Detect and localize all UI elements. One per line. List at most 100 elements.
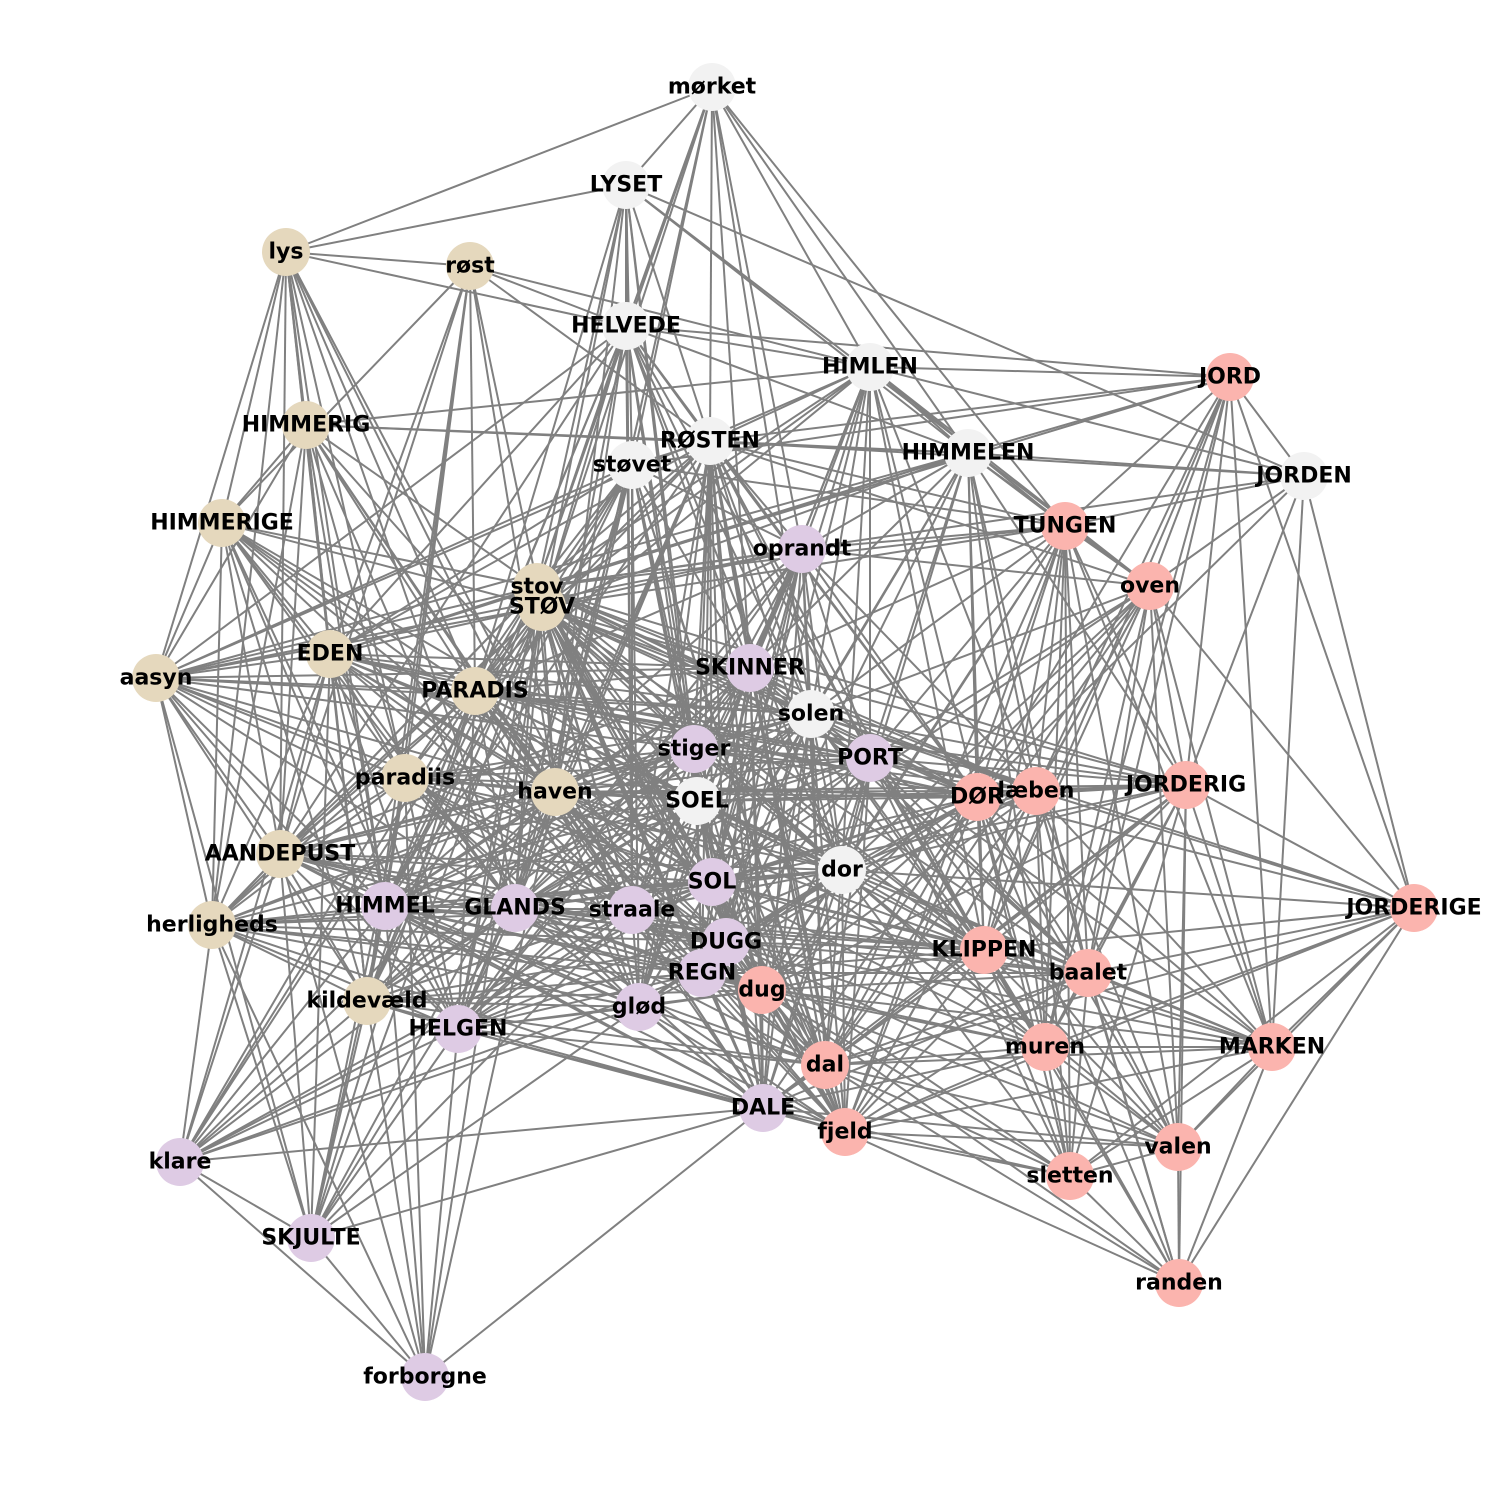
node-circle[interactable] [686, 417, 734, 465]
node-circle[interactable] [287, 1214, 335, 1262]
node-HIMMERIG[interactable] [282, 401, 330, 449]
node-circle[interactable] [198, 499, 246, 547]
node-circle[interactable] [1012, 767, 1060, 815]
node-circle[interactable] [678, 949, 726, 997]
node-circle[interactable] [787, 690, 835, 738]
node-oven[interactable] [1126, 562, 1174, 610]
node-circle[interactable] [381, 754, 429, 802]
node-circle[interactable] [401, 1353, 449, 1401]
node-circle[interactable] [960, 926, 1008, 974]
node-circle[interactable] [1046, 1152, 1094, 1200]
node-circle[interactable] [1162, 761, 1210, 809]
node-rost[interactable] [446, 242, 494, 290]
node-stovet[interactable] [608, 441, 656, 489]
node-circle[interactable] [944, 429, 992, 477]
node-randen[interactable] [1155, 1259, 1203, 1307]
node-PORT[interactable] [846, 734, 894, 782]
node-EDEN[interactable] [306, 630, 354, 678]
node-circle[interactable] [188, 901, 236, 949]
node-circle[interactable] [1248, 1023, 1296, 1071]
node-circle[interactable] [673, 777, 721, 825]
node-valen[interactable] [1154, 1123, 1202, 1171]
node-REGN[interactable] [678, 949, 726, 997]
node-circle[interactable] [801, 1041, 849, 1089]
node-circle[interactable] [518, 583, 566, 631]
node-kildevaeld[interactable] [343, 977, 391, 1025]
node-stiger[interactable] [670, 725, 718, 773]
node-circle[interactable] [1021, 1023, 1069, 1071]
node-laeben[interactable] [1012, 767, 1060, 815]
node-circle[interactable] [821, 1108, 869, 1156]
node-dug[interactable] [738, 966, 786, 1014]
node-circle[interactable] [688, 63, 736, 111]
node-paradiis[interactable] [381, 754, 429, 802]
node-circle[interactable] [156, 1138, 204, 1186]
node-circle[interactable] [531, 768, 579, 816]
node-circle[interactable] [1064, 949, 1112, 997]
node-circle[interactable] [1126, 562, 1174, 610]
node-HELVEDE[interactable] [602, 302, 650, 350]
node-SKJULTE[interactable] [287, 1214, 335, 1262]
node-PARADIS[interactable] [451, 667, 499, 715]
node-circle[interactable] [282, 401, 330, 449]
node-JORD[interactable] [1206, 353, 1254, 401]
node-lys[interactable] [262, 228, 310, 276]
node-aasyn[interactable] [132, 654, 180, 702]
node-HIMLEN[interactable] [846, 343, 894, 391]
node-circle[interactable] [670, 725, 718, 773]
node-SOL[interactable] [688, 858, 736, 906]
node-circle[interactable] [1280, 452, 1328, 500]
node-KLIPPEN[interactable] [960, 926, 1008, 974]
node-circle[interactable] [1390, 884, 1438, 932]
node-circle[interactable] [846, 734, 894, 782]
node-circle[interactable] [1041, 502, 1089, 550]
node-ROSTEN[interactable] [686, 417, 734, 465]
node-muren[interactable] [1021, 1023, 1069, 1071]
node-circle[interactable] [1154, 1123, 1202, 1171]
node-circle[interactable] [818, 846, 866, 894]
node-circle[interactable] [602, 302, 650, 350]
node-STOV[interactable] [518, 583, 566, 631]
node-morket[interactable] [688, 63, 736, 111]
node-AANDEPUST[interactable] [256, 830, 304, 878]
node-circle[interactable] [738, 966, 786, 1014]
node-circle[interactable] [688, 858, 736, 906]
node-circle[interactable] [726, 644, 774, 692]
node-circle[interactable] [343, 977, 391, 1025]
node-circle[interactable] [491, 884, 539, 932]
node-circle[interactable] [262, 228, 310, 276]
node-circle[interactable] [256, 830, 304, 878]
node-solen[interactable] [787, 690, 835, 738]
node-circle[interactable] [608, 886, 656, 934]
node-HELGEN[interactable] [434, 1005, 482, 1053]
node-SKINNER[interactable] [726, 644, 774, 692]
node-circle[interactable] [615, 983, 663, 1031]
node-HIMMEL[interactable] [361, 882, 409, 930]
node-herligheds[interactable] [188, 901, 236, 949]
node-straale[interactable] [608, 886, 656, 934]
node-GLANDS[interactable] [491, 884, 539, 932]
node-TUNGEN[interactable] [1041, 502, 1089, 550]
node-circle[interactable] [739, 1084, 787, 1132]
node-circle[interactable] [446, 242, 494, 290]
node-klare[interactable] [156, 1138, 204, 1186]
node-DOR[interactable] [953, 773, 1001, 821]
node-haven[interactable] [531, 768, 579, 816]
node-oprandt[interactable] [778, 525, 826, 573]
node-dal[interactable] [801, 1041, 849, 1089]
node-JORDEN[interactable] [1280, 452, 1328, 500]
node-circle[interactable] [608, 441, 656, 489]
node-circle[interactable] [306, 630, 354, 678]
node-fjeld[interactable] [821, 1108, 869, 1156]
node-circle[interactable] [132, 654, 180, 702]
node-LYSET[interactable] [602, 161, 650, 209]
node-circle[interactable] [602, 161, 650, 209]
node-circle[interactable] [953, 773, 1001, 821]
node-dor[interactable] [818, 846, 866, 894]
node-circle[interactable] [778, 525, 826, 573]
node-circle[interactable] [434, 1005, 482, 1053]
node-circle[interactable] [1155, 1259, 1203, 1307]
node-HIMMERIGE[interactable] [198, 499, 246, 547]
node-circle[interactable] [361, 882, 409, 930]
node-forborgne[interactable] [401, 1353, 449, 1401]
